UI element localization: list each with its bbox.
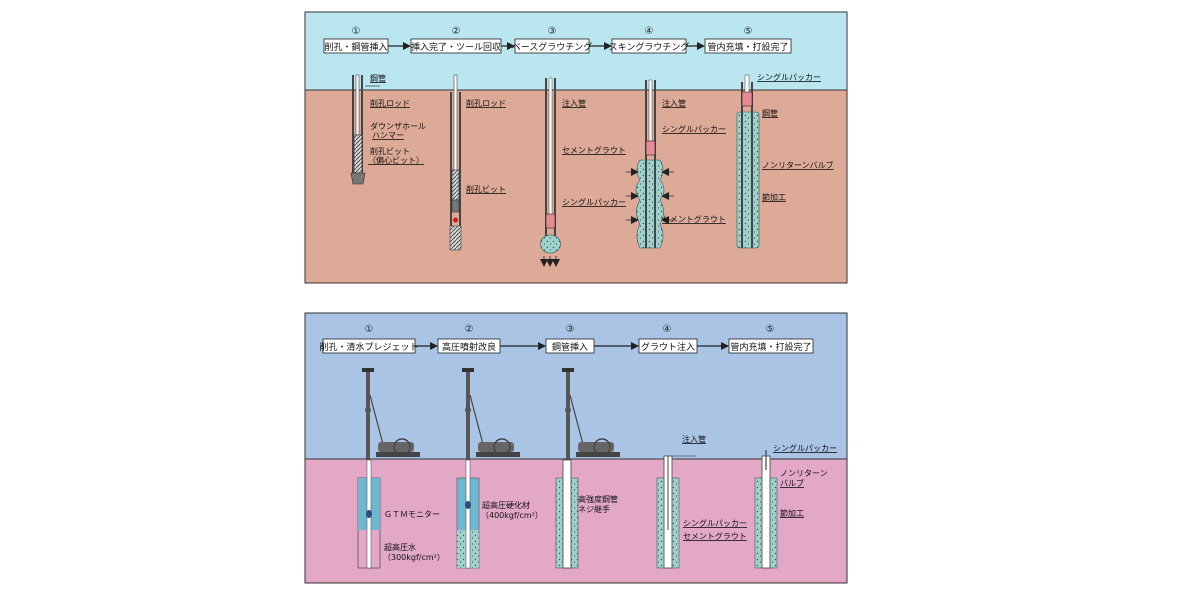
top-label-dth-hammer-2: ハンマー	[372, 131, 404, 140]
bottom-label-non-return-2: バルブ	[780, 478, 804, 488]
top-step-label-3: ベースグラウチング	[512, 41, 593, 53]
top-stage-3-packer	[545, 213, 556, 229]
top-step-number-5: ⑤	[744, 26, 753, 37]
bottom-label-injection-pipe: 注入管	[682, 434, 706, 444]
bottom-label-single-packer-4: シングルパッカー	[683, 518, 747, 528]
bottom-step-label-5: 管内充填・打設完了	[730, 341, 811, 353]
bottom-label-high-strength-2: ネジ継手	[578, 504, 610, 514]
top-stage-2-hammer	[451, 169, 460, 201]
top-label-cement-grout-4: セメントグラウト	[662, 214, 726, 224]
bottom-step-number-2: ②	[465, 324, 474, 335]
top-step-number-1: ①	[352, 26, 361, 37]
top-stage-3-injection-pipe	[548, 77, 553, 216]
top-step-label-1: 削孔・鋼管挿入	[324, 41, 387, 53]
top-label-drill-bit-3: 削孔ビット	[466, 184, 506, 194]
top-frame	[304, 11, 848, 284]
bottom-label-high-strength-1: 高強度鋼管	[578, 494, 618, 504]
top-stage-3-pipe	[540, 77, 561, 267]
top-label-single-packer-4: シングルパッカー	[662, 124, 726, 134]
bottom-stage-4-column	[656, 455, 696, 569]
bottom-stage-1-column	[357, 459, 381, 569]
top-label-steel-pipe-5: 鋼管	[762, 108, 778, 118]
top-stage-5-packer	[741, 91, 753, 107]
top-step-number-4: ④	[645, 26, 654, 37]
top-step-label-4: スキングラウチング	[609, 41, 690, 53]
top-label-drill-rod-2: 削孔ロッド	[466, 98, 506, 108]
bottom-step-number-4: ④	[663, 324, 672, 335]
top-stage-1-pipe-right	[361, 75, 363, 180]
top-stage-2-rod	[453, 74, 458, 186]
top-stage-4-pipe	[626, 79, 674, 249]
top-stage-5-pipe	[736, 74, 760, 249]
top-label-cement-grout-3: セメントグラウト	[562, 145, 626, 155]
top-label-single-packer-5: シングルパッカー	[757, 72, 821, 82]
top-stage-4-packer	[645, 140, 656, 156]
top-label-drill-rod-1: 削孔ロッド	[370, 98, 410, 108]
top-stage-5-column	[736, 111, 760, 249]
top-stage-2-drill	[449, 74, 462, 251]
top-stage-2-red-marker	[453, 217, 458, 223]
bottom-step-label-1: 削孔・清水プレジェット	[319, 341, 418, 353]
top-step-number-2: ②	[452, 26, 461, 37]
bottom-stage-1-monitor	[366, 510, 372, 518]
top-panel: ① ② ③ ④ ⑤ 削孔・鋼管挿入 挿入完了・ツール回収 ベースグラウチング ス…	[304, 11, 848, 284]
top-label-drill-bit-2: （偏心ビット）	[368, 155, 424, 165]
bottom-label-single-packer-5: シングルパッカー	[773, 443, 837, 453]
top-stage-1-drill	[350, 74, 380, 185]
top-stage-4-skin-grout	[635, 159, 665, 249]
top-label-single-packer-3: シングルパッカー	[562, 197, 626, 207]
top-label-dth-hammer-1: ダウンザホール	[370, 121, 426, 131]
top-step-label-2: 挿入完了・ツール回収	[411, 41, 501, 53]
top-stage-2-bit	[451, 199, 460, 213]
top-label-drill-bit-1: 削孔ビット	[370, 146, 410, 156]
bottom-step-number-1: ①	[365, 324, 374, 335]
top-label-non-return-valve-5: ノンリターンバルブ	[762, 160, 834, 170]
bottom-rig-3	[562, 368, 620, 460]
top-stage-3-base-grout	[540, 234, 561, 254]
top-ground	[305, 90, 847, 283]
top-stage-1-hammer	[353, 134, 363, 174]
bottom-stage-2-column	[456, 459, 480, 569]
bottom-label-joint-work: 節加工	[780, 508, 804, 518]
top-stage-2-bottom	[449, 225, 462, 251]
top-label-steel-pipe: 鋼管	[370, 73, 386, 83]
bottom-stage-3-column	[555, 459, 579, 569]
bottom-label-cement-grout-4: セメントグラウト	[683, 531, 747, 541]
bottom-step-label-2: 高圧噴射改良	[442, 341, 496, 353]
top-stage-1-rod	[355, 74, 360, 136]
bottom-step-box-5	[728, 338, 814, 354]
top-step-label-5: 管内充填・打設完了	[707, 41, 788, 53]
bottom-label-non-return-1: ノンリターン	[780, 469, 828, 478]
bottom-step-label-3: 鋼管挿入	[552, 341, 588, 353]
top-stage-1-pipe-left	[352, 75, 354, 180]
bottom-step-label-4: グラウト注入	[641, 341, 695, 353]
top-stage-4-injection-pipe	[648, 79, 653, 143]
bottom-stage-5-column	[754, 450, 778, 569]
top-label-injection-pipe-3: 注入管	[562, 98, 586, 108]
top-step-box-5	[704, 38, 792, 54]
bottom-label-ultra-hardener-1: 超高圧硬化材	[482, 500, 530, 510]
top-label-joint-work-5: 節加工	[762, 192, 786, 202]
bottom-label-ultra-water-2: （300kgf/cm²）	[383, 553, 445, 562]
bottom-label-ultra-water-1: 超高圧水	[384, 542, 416, 552]
bottom-panel: ① ② ③ ④ ⑤ 削孔・清水プレジェット 高圧噴射改良 鋼管挿入 グラウト注入…	[304, 312, 848, 584]
bottom-rig-2	[462, 368, 520, 460]
bottom-rig-1	[362, 368, 420, 460]
top-step-number-3: ③	[548, 26, 557, 37]
top-stage-1-bit	[350, 172, 366, 185]
bottom-step-number-5: ⑤	[766, 324, 775, 335]
bottom-label-ultra-hardener-2: （400kgf/cm²）	[481, 511, 543, 520]
bottom-sky	[305, 313, 847, 459]
bottom-step-number-3: ③	[566, 324, 575, 335]
bottom-frame	[304, 312, 848, 584]
top-label-injection-pipe-4: 注入管	[662, 98, 686, 108]
bottom-label-gtm-monitor: ＧＴＭモニター	[384, 510, 440, 519]
